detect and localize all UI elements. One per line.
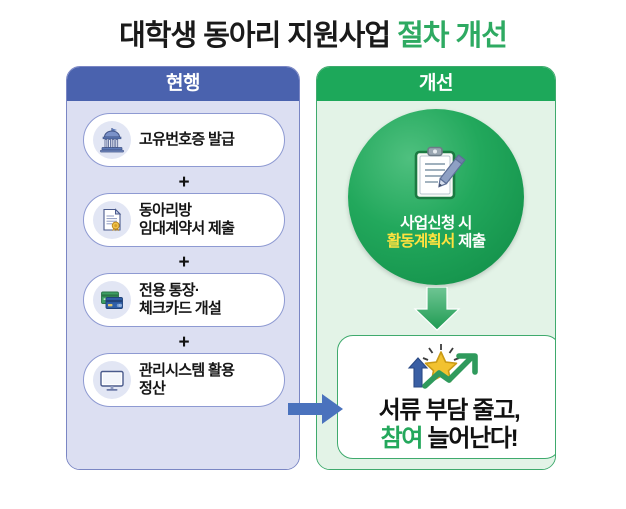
- panel-current-header: 현행: [67, 67, 299, 101]
- page-title-main: 대학생 동아리 지원사업: [119, 20, 398, 52]
- item-card-management-system[interactable]: 관리시스템 활용 정산: [83, 353, 285, 407]
- bank-cards-icon: [93, 281, 131, 319]
- plus-separator-1: +: [178, 172, 190, 193]
- panel-improved-header: 개선: [317, 67, 555, 101]
- application-circle-text: 사업신청 시 활동계획서 제출: [386, 214, 486, 250]
- panel-current: 현행: [66, 66, 300, 470]
- application-circle[interactable]: 사업신청 시 활동계획서 제출: [348, 109, 524, 285]
- item-label-bank-account: 전용 통장· 체크카드 개설: [139, 281, 222, 317]
- right-arrow-icon: [288, 392, 344, 426]
- page-title: 대학생 동아리 지원사업 절차 개선: [0, 12, 626, 54]
- clipboard-pen-icon: [405, 143, 467, 210]
- government-building-icon: [93, 121, 131, 159]
- monitor-icon: [93, 361, 131, 399]
- item-card-unique-number[interactable]: 고유번호증 발급: [83, 113, 285, 167]
- page-title-accent: 절차 개선: [397, 20, 508, 52]
- plus-separator-3: +: [178, 332, 190, 353]
- down-arrow-icon: [413, 286, 461, 331]
- item-card-lease-contract[interactable]: 동아리방 임대계약서 제출: [83, 193, 285, 247]
- result-box[interactable]: 서류 부담 줄고, 참여 늘어난다!: [337, 335, 555, 459]
- item-label-management-system: 관리시스템 활용 정산: [139, 361, 235, 397]
- panel-improved: 개선: [316, 66, 556, 470]
- panel-improved-body: 사업신청 시 활동계획서 제출: [317, 101, 555, 469]
- result-text: 서류 부담 줄고, 참여 늘어난다!: [378, 396, 521, 452]
- certificate-document-icon: [93, 201, 131, 239]
- star-growth-arrow-icon: [401, 342, 497, 395]
- item-label-unique-number: 고유번호증 발급: [139, 130, 235, 148]
- panel-current-body: 고유번호증 발급 +: [67, 101, 299, 469]
- plus-separator-2: +: [178, 252, 190, 273]
- item-card-bank-account[interactable]: 전용 통장· 체크카드 개설: [83, 273, 285, 327]
- item-label-lease-contract: 동아리방 임대계약서 제출: [139, 201, 235, 237]
